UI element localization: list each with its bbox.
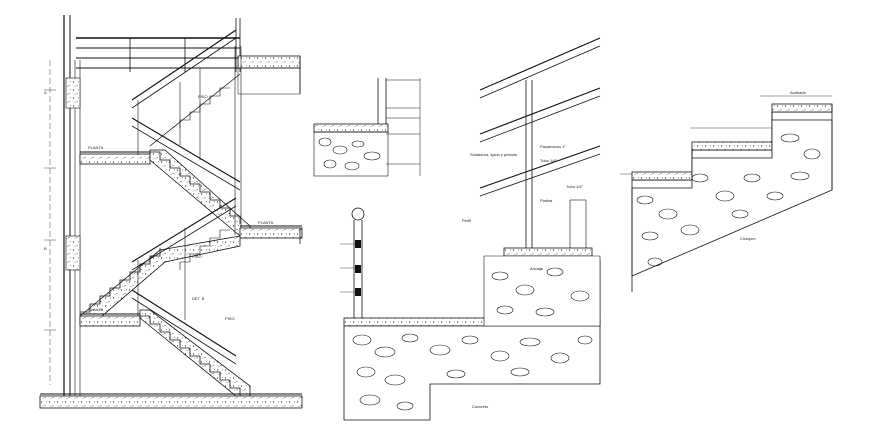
svg-text:Tubo 1/4": Tubo 1/4" — [566, 184, 584, 189]
wall-slab — [65, 235, 81, 271]
upper-detail — [313, 78, 421, 177]
stair-section: PLANTA PISO PLANTA — [39, 15, 303, 409]
svg-text:Ciclopeo: Ciclopeo — [740, 236, 756, 241]
railing-flight-2: DET. B PISO — [131, 197, 237, 365]
dimension-marks: A B — [44, 89, 56, 331]
svg-text:PISO: PISO — [192, 254, 202, 259]
step-footing-detail: Acabado Ciclopeo — [620, 90, 833, 292]
ground-slab — [39, 393, 303, 409]
svg-text:A: A — [44, 90, 47, 95]
landing-label: PLANTA — [88, 307, 104, 312]
svg-text:Platina: Platina — [540, 198, 553, 203]
svg-text:Tubo 1/4": Tubo 1/4" — [540, 158, 558, 163]
foundation-block — [343, 260, 601, 421]
svg-text:B: B — [44, 246, 47, 251]
post-detail — [340, 207, 365, 326]
svg-text:Perfil: Perfil — [462, 218, 471, 223]
rail-detail: Pasamanos 1" Tubo 1/4" Soldadura, lijado… — [462, 37, 601, 409]
landing-1: PLANTA — [79, 145, 151, 165]
svg-text:DET. B: DET. B — [192, 296, 205, 301]
anchor-detail: Pasamanos 1" Tubo 1/4" Soldadura, lijado… — [313, 37, 601, 421]
svg-text:Pasamanos 1": Pasamanos 1" — [540, 144, 566, 149]
landing-label: PLANTA — [88, 145, 104, 150]
landing-3: PLANTA — [79, 307, 141, 327]
svg-text:Anclaje: Anclaje — [530, 266, 544, 271]
stair-flight-3 — [139, 309, 251, 397]
svg-text:Acabado: Acabado — [790, 90, 807, 95]
svg-text:PISO: PISO — [198, 94, 208, 99]
landing-label: PLANTA — [258, 220, 274, 225]
top-slab — [237, 55, 301, 95]
svg-text:Concreto: Concreto — [472, 404, 489, 409]
wall-slab — [65, 77, 81, 109]
railing-flight-1: PISO — [131, 29, 242, 235]
svg-text:Soldadura, lijado y pintado: Soldadura, lijado y pintado — [470, 152, 518, 157]
svg-text:PISO: PISO — [225, 316, 235, 321]
top-railing — [76, 18, 241, 72]
landing-2: PLANTA — [239, 220, 303, 244]
